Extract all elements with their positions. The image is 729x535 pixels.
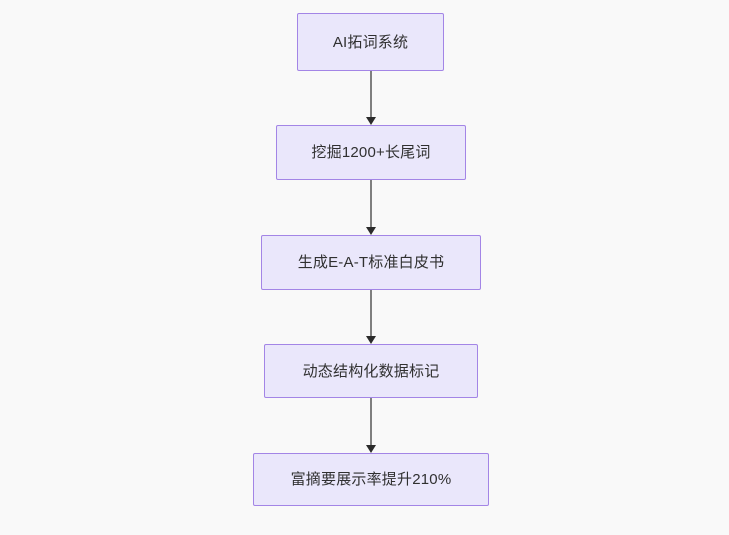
arrow-head-icon <box>366 117 376 125</box>
edge-line <box>370 180 372 227</box>
flow-node-label: 生成E-A-T标准白皮书 <box>297 254 445 271</box>
edge-line <box>370 71 372 117</box>
flow-node-structured-data-markup[interactable]: 动态结构化数据标记 <box>264 344 478 398</box>
flow-node-long-tail-keywords[interactable]: 挖掘1200+长尾词 <box>276 125 466 180</box>
edge-line <box>370 290 372 336</box>
flow-node-ai-keyword-system[interactable]: AI拓词系统 <box>297 13 444 71</box>
flow-node-rich-snippet-result[interactable]: 富摘要展示率提升210% <box>253 453 489 506</box>
arrow-head-icon <box>366 336 376 344</box>
flow-node-label: AI拓词系统 <box>332 33 409 51</box>
flow-node-label: 富摘要展示率提升210% <box>290 471 452 488</box>
flow-node-eat-whitepaper[interactable]: 生成E-A-T标准白皮书 <box>261 235 481 290</box>
edge-line <box>370 398 372 445</box>
arrow-head-icon <box>366 227 376 235</box>
flow-node-label: 挖掘1200+长尾词 <box>311 144 431 161</box>
arrow-head-icon <box>366 445 376 453</box>
flow-node-label: 动态结构化数据标记 <box>302 362 440 380</box>
